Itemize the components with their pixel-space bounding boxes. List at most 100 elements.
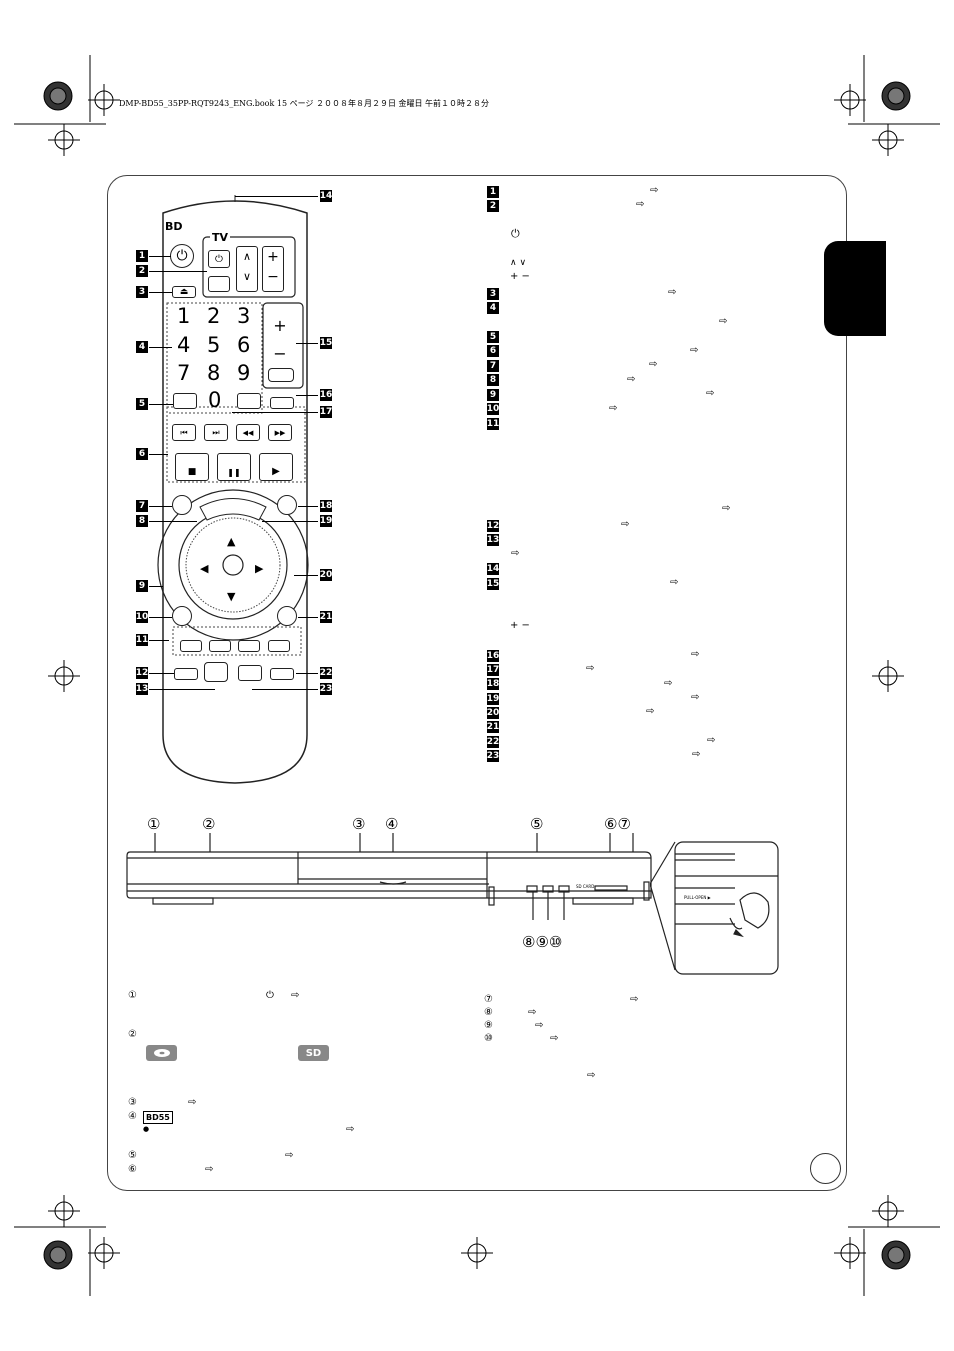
list-num-17: 17 — [486, 664, 500, 676]
color-button-red[interactable] — [180, 640, 202, 652]
arrow-left-button[interactable]: ◀ — [200, 562, 209, 575]
arrow-right-button[interactable]: ▶ — [255, 562, 264, 575]
list-num-5: 5 — [487, 331, 499, 343]
ref-arrow-icon: ⇨ — [621, 519, 630, 530]
leader-7 — [149, 506, 172, 507]
key-3[interactable]: 3 — [237, 304, 251, 328]
tv-volume-rocker[interactable]: +− — [262, 246, 284, 292]
section-tab — [824, 241, 886, 336]
fast-forward-button[interactable]: ▶▶ — [268, 424, 292, 441]
front-callout-3: ③ — [352, 815, 366, 833]
ref-arrow-icon: ⇨ — [285, 1150, 294, 1161]
callout-5: 5 — [136, 398, 148, 410]
remote-body — [157, 195, 309, 784]
channel-rocker[interactable]: +− — [270, 312, 290, 368]
button-23[interactable] — [238, 665, 262, 681]
callout-18: 18 — [319, 500, 333, 512]
tv-channel-rocker[interactable]: ∧∨ — [236, 246, 258, 292]
key-0[interactable]: 0 — [208, 388, 222, 412]
key-7[interactable]: 7 — [177, 361, 191, 385]
ref-arrow-icon: ⇨ — [668, 287, 677, 298]
arrow-up-button[interactable]: ▲ — [227, 535, 236, 548]
skip-back-button[interactable]: ⏮ — [172, 424, 196, 441]
pause-button[interactable]: ❚❚ — [217, 453, 251, 481]
player-front-panel — [126, 833, 652, 920]
button-12[interactable] — [174, 668, 198, 680]
leader-5 — [149, 404, 173, 405]
eject-icon: ⏏ — [179, 287, 189, 297]
key-6[interactable]: 6 — [237, 333, 251, 357]
key-left-of-zero[interactable] — [173, 393, 197, 409]
sd-badge: SD — [298, 1045, 329, 1061]
leader-8 — [149, 521, 197, 522]
key-2[interactable]: 2 — [207, 304, 221, 328]
button-22[interactable] — [270, 668, 294, 680]
front-list-4: ④ — [128, 1111, 137, 1122]
key-5[interactable]: 5 — [207, 333, 221, 357]
button-10[interactable] — [172, 606, 192, 626]
front-list-3: ③ — [128, 1097, 137, 1108]
ref-arrow-icon: ⇨ — [691, 649, 700, 660]
play-button[interactable]: ▶ — [259, 453, 293, 481]
list-num-2: 2 — [487, 200, 499, 212]
arrow-down-button[interactable]: ▼ — [227, 590, 236, 603]
bd-label: BD — [165, 220, 183, 233]
color-button-green[interactable] — [209, 640, 231, 652]
key-9[interactable]: 9 — [237, 361, 251, 385]
front-list-10: ⑩ — [484, 1033, 493, 1044]
stop-button[interactable]: ■ — [175, 453, 209, 481]
ref-arrow-icon: ⇨ — [722, 503, 731, 514]
leader-13 — [149, 689, 215, 690]
callout-9: 9 — [136, 580, 148, 592]
color-button-yellow[interactable] — [238, 640, 260, 652]
button-18[interactable] — [277, 495, 297, 515]
key-right-of-zero[interactable] — [237, 393, 261, 409]
rewind-button[interactable]: ◀◀ — [236, 424, 260, 441]
bd55-badge: BD55 — [143, 1111, 173, 1124]
list-num-7: 7 — [487, 360, 499, 372]
ref-arrow-icon: ⇨ — [636, 199, 645, 210]
tv-label: TV — [210, 231, 231, 244]
callout-2: 2 — [136, 265, 148, 277]
front-callout-2: ② — [202, 815, 216, 833]
play-icon: ▶ — [272, 466, 280, 477]
ref-arrow-icon: ⇨ — [627, 374, 636, 385]
leader-11 — [149, 640, 169, 641]
key-8[interactable]: 8 — [207, 361, 221, 385]
list-num-10: 10 — [486, 403, 500, 415]
color-button-blue[interactable] — [268, 640, 290, 652]
plus-minus-icons: + − — [510, 620, 530, 631]
bd-power-button[interactable]: ⏻ — [170, 244, 194, 268]
button-7[interactable] — [172, 495, 192, 515]
leader-14 — [235, 196, 318, 197]
leader-10 — [149, 617, 172, 618]
ref-arrow-icon: ⇨ — [670, 577, 679, 588]
key-4[interactable]: 4 — [177, 333, 191, 357]
key-1[interactable]: 1 — [177, 304, 191, 328]
leader-1 — [149, 256, 171, 257]
leader-4 — [149, 347, 172, 348]
key-16[interactable] — [270, 397, 294, 409]
front-list-7: ⑦ — [484, 994, 493, 1005]
eject-button[interactable]: ⏏ — [172, 286, 196, 298]
list-num-22: 22 — [486, 736, 500, 748]
front-list-2: ② — [128, 1029, 137, 1040]
ref-arrow-icon: ⇨ — [609, 403, 618, 414]
pause-icon: ❚❚ — [227, 468, 241, 477]
skip-forward-button[interactable]: ⏭ — [204, 424, 228, 441]
skip-forward-icon: ⏭ — [212, 427, 220, 437]
button-21[interactable] — [277, 606, 297, 626]
input-button[interactable] — [268, 368, 294, 382]
tv-power-button[interactable]: ⏻ — [208, 250, 230, 268]
bullet: ● — [143, 1125, 150, 1133]
tv-input-button[interactable] — [208, 276, 230, 292]
front-callout-6-7: ⑥⑦ — [604, 815, 631, 833]
list-num-18: 18 — [486, 678, 500, 690]
button-13[interactable] — [204, 662, 228, 682]
list-num-12: 12 — [486, 520, 500, 532]
callout-21: 21 — [319, 611, 333, 623]
power-icon: ⏻ — [266, 990, 274, 1001]
pull-open-inset — [650, 841, 779, 975]
callout-11: 11 — [135, 634, 149, 646]
list-num-15: 15 — [486, 578, 500, 590]
